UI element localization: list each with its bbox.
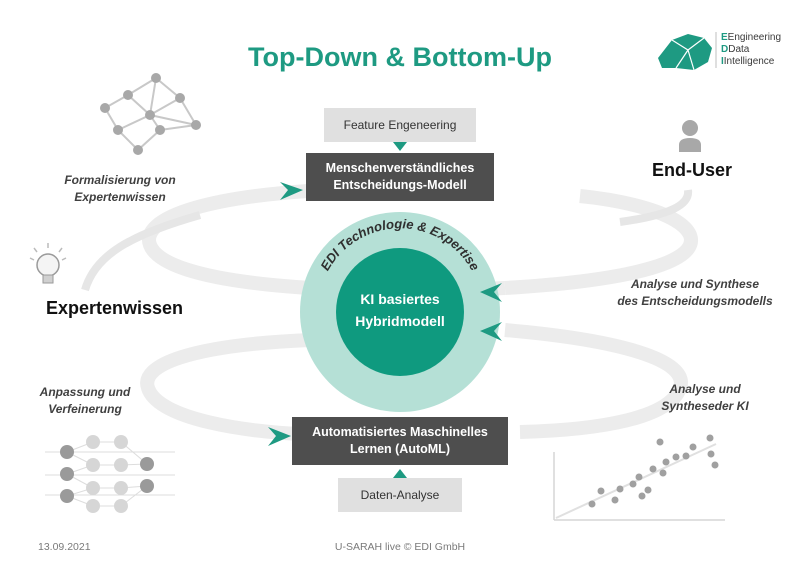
logo-line-1: Engineering	[727, 32, 782, 43]
feature-engineering-box: Feature Engeneering	[324, 108, 476, 142]
scatter-plot-icon	[553, 434, 725, 521]
logo-line-3: Intelligence	[723, 56, 775, 67]
analysis-model-line-1: Analyse und Synthese	[630, 277, 760, 291]
adaptation-line-1: Anpassung und	[39, 385, 131, 399]
formalization-line-1: Formalisierung von	[64, 173, 176, 187]
hub-center-line-2: Hybridmodell	[355, 313, 445, 329]
automl-line-2: Lernen (AutoML)	[350, 442, 450, 456]
edi-logo-icon	[658, 32, 717, 71]
data-analysis-box: Daten-Analyse	[338, 478, 462, 512]
arrow-feature-down	[393, 142, 407, 151]
arrow-to-hub-1	[480, 283, 502, 302]
decision-model-line-2: Entscheidungs-Modell	[333, 178, 467, 192]
analysis-ki-line-2: Syntheseder KI	[661, 399, 749, 413]
expert-knowledge-label: Expertenwissen	[46, 298, 184, 318]
user-icon	[679, 120, 701, 152]
expert-connector	[81, 211, 202, 292]
arrow-to-hub-2	[480, 322, 502, 341]
automl-line-1: Automatisiertes Maschinelles	[312, 425, 488, 439]
knowledge-graph-icon	[100, 73, 201, 155]
end-user-label: End-User	[652, 160, 733, 180]
footer-date: 13.09.2021	[38, 541, 91, 553]
analysis-model-line-2: des Entscheidungsmodells	[617, 294, 773, 308]
analysis-model-label: Analyse und Synthese des Entscheidungsmo…	[600, 276, 790, 310]
page-title: Top-Down & Bottom-Up	[248, 42, 552, 72]
arrow-to-automl	[268, 427, 291, 446]
decision-model-line-1: Menschenverständliches	[325, 161, 475, 175]
formalization-line-2: Expertenwissen	[74, 190, 166, 204]
arrow-to-decision-model	[280, 182, 303, 200]
decision-model-box: Menschenverständliches Entscheidungs-Mod…	[306, 153, 494, 201]
formalization-label: Formalisierung von Expertenwissen	[40, 172, 200, 206]
neural-network-icon	[45, 435, 175, 513]
footer-copyright: U-SARAH live © EDI GmbH	[334, 541, 466, 553]
lower-orbit	[140, 323, 688, 441]
hub-inner-circle	[336, 248, 464, 376]
logo-line-2: Data	[728, 44, 750, 55]
end-user-connector	[619, 189, 693, 226]
edi-logo-text: EEngineering DData IIntelligence	[721, 32, 782, 67]
adaptation-line-2: Verfeinerung	[48, 402, 122, 416]
adaptation-label: Anpassung und Verfeinerung	[15, 384, 155, 418]
automl-box: Automatisiertes Maschinelles Lernen (Aut…	[292, 417, 508, 465]
analysis-ki-line-1: Analyse und	[669, 382, 741, 396]
arrow-data-up	[393, 469, 407, 478]
lightbulb-icon	[29, 243, 67, 284]
analysis-ki-label: Analyse und Syntheseder KI	[630, 381, 780, 415]
hub-center-text: KI basiertes Hybridmodell	[338, 288, 462, 332]
hub-center-line-1: KI basiertes	[360, 291, 440, 307]
